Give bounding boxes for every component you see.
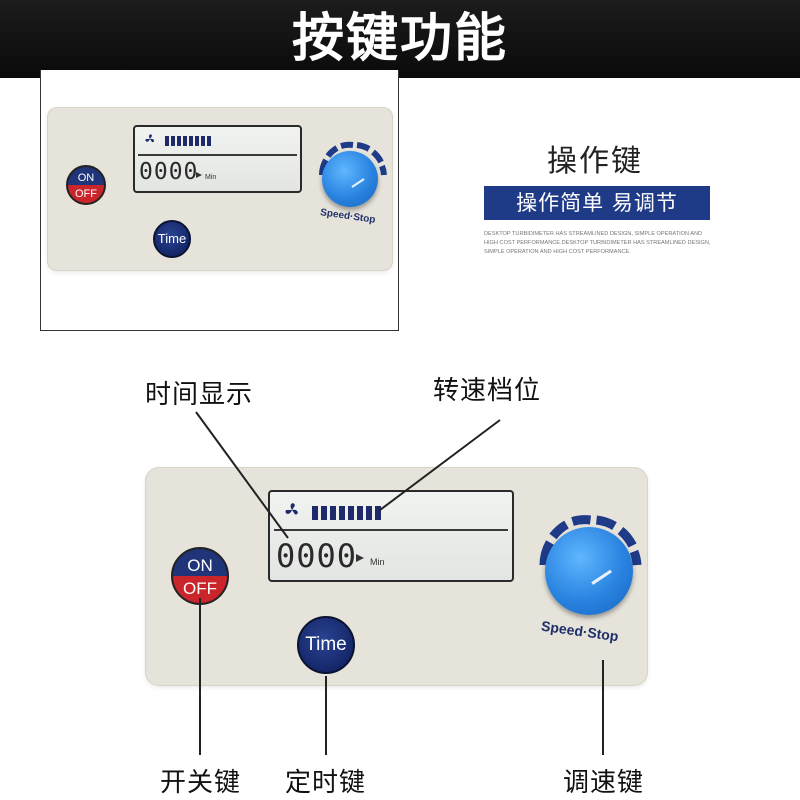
callout-timer-key: 定时键 xyxy=(285,768,367,798)
callout-speed-key: 调速键 xyxy=(563,768,645,798)
timer-button[interactable]: Time xyxy=(153,220,191,258)
time-readout: 0000 xyxy=(276,537,358,575)
page-title: 按键功能 xyxy=(291,9,508,69)
lcd-divider xyxy=(138,154,297,156)
arrow-right-icon xyxy=(356,554,364,562)
power-button[interactable]: ON OFF xyxy=(66,165,106,205)
title-banner xyxy=(0,0,800,78)
control-panel-small: 0000 Min ON OFF Time Speed·Stop xyxy=(47,107,393,271)
speed-scale-icon xyxy=(539,515,642,566)
speed-level-bars xyxy=(312,506,381,520)
callout-speed-level: 转速档位 xyxy=(433,376,542,406)
time-unit: Min xyxy=(205,174,217,181)
section-heading: 操作键 xyxy=(547,144,643,179)
knob-indicator-icon xyxy=(591,569,612,585)
speed-knob-wrap: Speed·Stop xyxy=(529,505,649,655)
power-off-label: OFF xyxy=(183,579,217,598)
callout-power-key: 开关键 xyxy=(160,768,242,798)
callout-time-display: 时间显示 xyxy=(145,380,254,410)
speed-knob[interactable] xyxy=(545,527,633,615)
arrow-right-icon xyxy=(196,172,202,178)
fan-icon xyxy=(145,134,155,143)
speed-scale-icon xyxy=(318,141,387,176)
lcd-display: 0000 Min xyxy=(133,125,302,193)
fan-icon xyxy=(285,503,298,515)
power-on-label: ON xyxy=(187,556,213,575)
lcd-divider xyxy=(274,529,508,531)
timer-button-label: Time xyxy=(157,231,187,246)
power-button[interactable]: ON OFF xyxy=(171,547,229,605)
feature-tag: 操作简单 易调节 xyxy=(484,186,710,220)
knob-indicator-icon xyxy=(351,178,365,188)
control-panel-large: 0000 Min ON OFF Time Speed·Stop xyxy=(145,467,648,686)
lcd-display: 0000 Min xyxy=(268,490,514,582)
speed-knob-wrap: Speed·Stop xyxy=(312,135,392,235)
description-text: DESKTOP TURBIDIMETER HAS STREAMLINED DES… xyxy=(484,231,711,255)
time-unit: Min xyxy=(370,557,385,567)
power-off-label: OFF xyxy=(75,188,97,200)
speed-level-bars xyxy=(165,136,211,146)
power-on-label: ON xyxy=(77,172,95,184)
timer-button-label: Time xyxy=(305,634,347,655)
speed-knob[interactable] xyxy=(322,151,378,207)
timer-button[interactable]: Time xyxy=(297,616,355,674)
time-readout: 0000 xyxy=(139,159,199,185)
